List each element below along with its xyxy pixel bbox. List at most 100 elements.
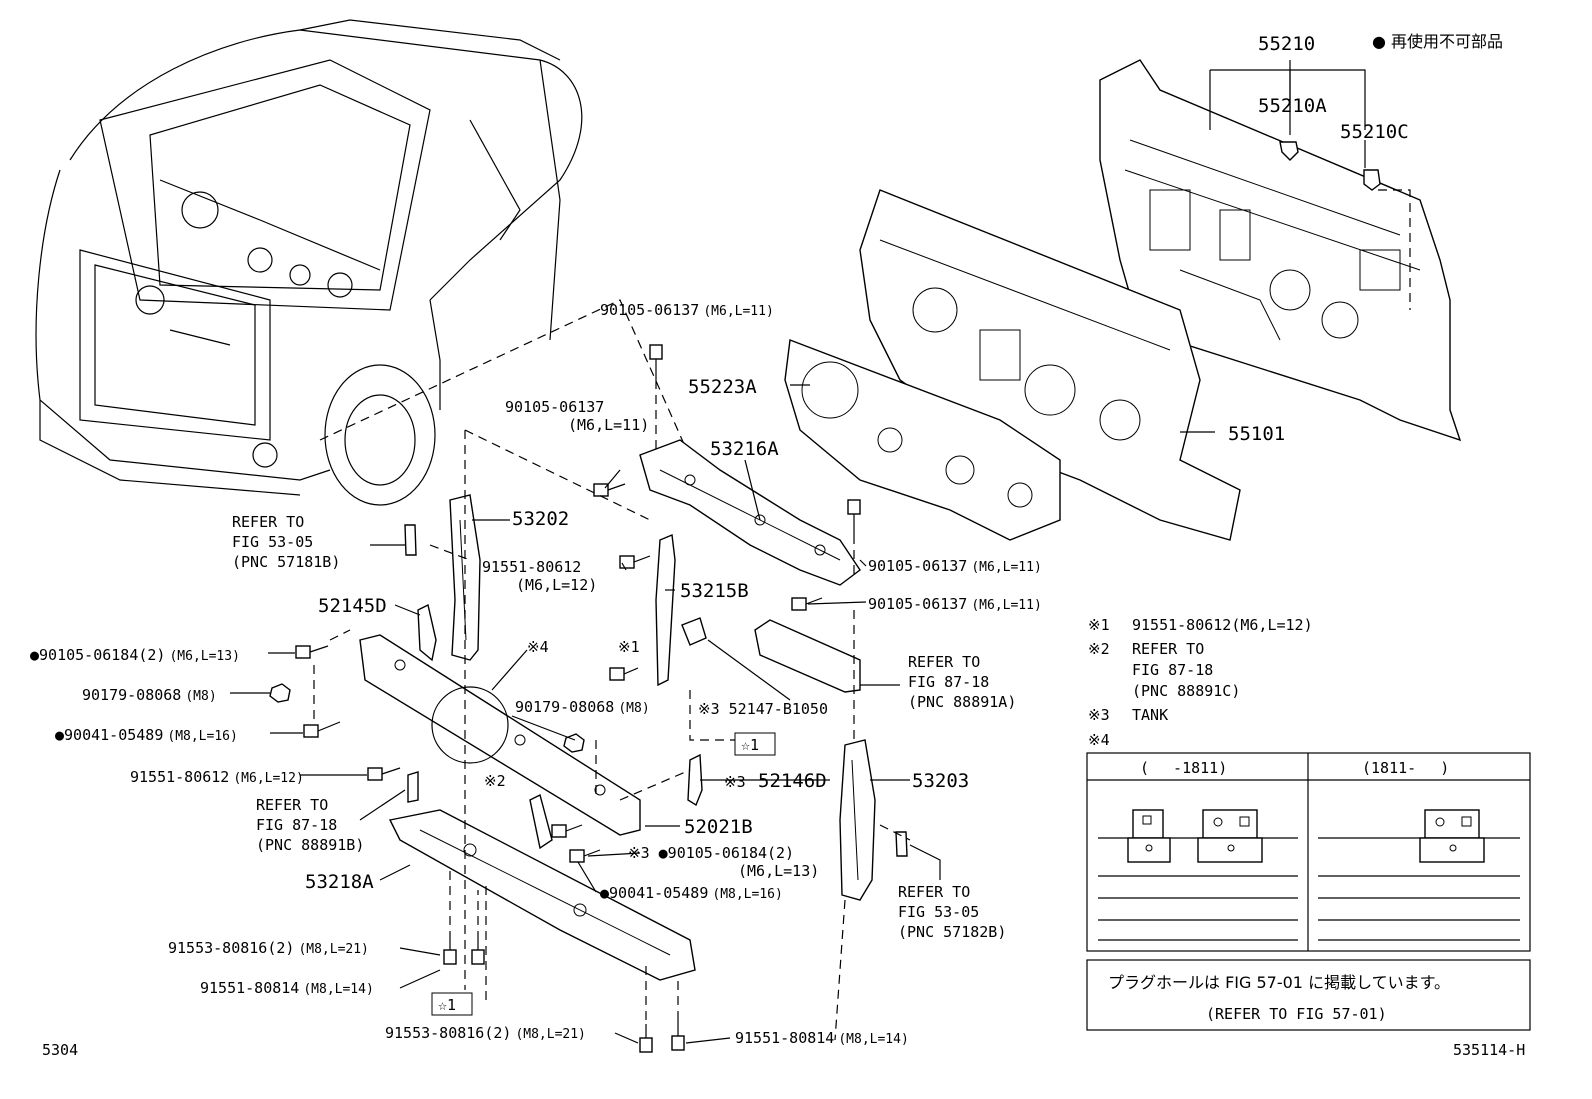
svg-text:(PNC 57181B): (PNC 57181B)	[232, 553, 340, 571]
label-55223A: 55223A	[688, 376, 757, 398]
note-x3-text: TANK	[1132, 706, 1168, 724]
svg-text:FIG 53-05: FIG 53-05	[232, 533, 313, 551]
note-x2-mark: ※2	[1088, 640, 1110, 658]
label-52147-B1050: ※3 52147-B1050	[698, 700, 828, 718]
insulator-55223A	[859, 189, 1241, 541]
svg-text:(PNC 88891C): (PNC 88891C)	[1132, 682, 1240, 700]
lower-member-53218A	[388, 809, 696, 981]
svg-text:FIG 53-05: FIG 53-05	[898, 903, 979, 921]
label-bolt-90105-right2: 90105-06137(M6,L=11)	[868, 595, 1042, 613]
label-bolt-91553-a: 91553-80816(2)(M8,L=21)	[168, 939, 369, 957]
star-box-2: ☆1	[438, 996, 456, 1014]
svg-text:(PNC 88891B): (PNC 88891B)	[256, 836, 364, 854]
leader-lines	[230, 60, 1366, 1044]
label-53216A: 53216A	[710, 438, 779, 460]
bracket-52146D	[687, 753, 703, 807]
seal-right	[895, 831, 908, 857]
bracket-x2	[529, 793, 553, 850]
label-52021B: 52021B	[684, 816, 753, 838]
label-55210C: 55210C	[1340, 121, 1409, 143]
label-bolt-91551-left: 91551-80612(M6,L=12)	[130, 768, 304, 786]
footer-right-code: 535114-H	[1453, 1041, 1525, 1059]
label-bolt-90105-right1: 90105-06137(M6,L=11)	[868, 557, 1042, 575]
label-53215B: 53215B	[680, 580, 749, 602]
variant-table: ( -1811) (1811- )	[1086, 752, 1531, 952]
support-53202	[449, 494, 481, 661]
cowl-top-member-53216A	[639, 439, 861, 586]
note-x3-mark: ※3	[1088, 706, 1110, 724]
svg-text:REFER TO: REFER TO	[908, 653, 980, 671]
svg-text:REFER TO: REFER TO	[1132, 640, 1204, 658]
label-bolt-90105-06184-left: ●90105-06184(2)(M6,L=13)	[30, 646, 240, 664]
insulator-front-55223A	[784, 339, 1061, 541]
notes-panel: ※1 91551-80612(M6,L=12) ※2 REFER TO FIG …	[1088, 616, 1313, 749]
mark-x4: ※4	[527, 638, 549, 656]
refer-53-05-right: REFER TO FIG 53-05 (PNC 57182B)	[898, 883, 1006, 941]
label-nut-90179-left: 90179-08068(M8)	[82, 686, 217, 704]
svg-text:FIG 87-18: FIG 87-18	[1132, 661, 1213, 679]
plug-hole-note: プラグホールは FIG 57-01 に掲載しています。 (REFER TO FI…	[1086, 959, 1531, 1031]
svg-text:FIG 87-18: FIG 87-18	[256, 816, 337, 834]
label-bolt-90105-top: 90105-06137(M6,L=11)	[600, 301, 774, 319]
bracket-variant-new	[1318, 809, 1520, 863]
tank-bracket	[754, 619, 861, 693]
label-bolt-91551-814-a: 91551-80814(M8,L=14)	[200, 979, 374, 997]
label-55210: 55210	[1258, 33, 1315, 55]
svg-text:REFER TO: REFER TO	[256, 796, 328, 814]
svg-text:FIG 87-18: FIG 87-18	[908, 673, 989, 691]
label-52146D: 52146D	[758, 770, 827, 792]
svg-text:プラグホールは FIG 57-01 に掲載しています。: プラグホールは FIG 57-01 に掲載しています。	[1108, 973, 1450, 992]
bracket-8718-left	[407, 771, 419, 803]
bracket-52147	[681, 617, 707, 646]
clip-55210C	[1363, 169, 1381, 191]
label-53203: 53203	[912, 770, 969, 792]
brace-53215B	[655, 533, 676, 687]
vehicle-front-illustration	[35, 19, 701, 506]
bracket-52145D	[417, 603, 437, 662]
label-bolt-91551-mid: 91551-80612	[482, 558, 581, 576]
star-box-1: ☆1	[741, 736, 759, 754]
table-col2: (1811- )	[1362, 759, 1449, 777]
clip-55210A	[1279, 141, 1299, 161]
svg-text:REFER TO: REFER TO	[232, 513, 304, 531]
footer-left-code: 5304	[42, 1041, 78, 1059]
label-bolt-91551-814-b: 91551-80814(M8,L=14)	[735, 1029, 909, 1047]
reinforcement-52021B	[359, 634, 641, 836]
table-col1: ( -1811)	[1140, 759, 1227, 777]
refer-87-18-left: REFER TO FIG 87-18 (PNC 88891B)	[256, 796, 364, 854]
refer-53-05-left: REFER TO FIG 53-05 (PNC 57181B)	[232, 513, 340, 571]
mark-x2: ※2	[484, 772, 506, 790]
svg-text:(PNC 57182B): (PNC 57182B)	[898, 923, 1006, 941]
legend-non-reusable: ● 再使用不可部品	[1372, 32, 1503, 51]
svg-text:REFER TO: REFER TO	[898, 883, 970, 901]
bolt-icons	[269, 344, 861, 1053]
svg-text:(PNC 88891A): (PNC 88891A)	[908, 693, 1016, 711]
support-53203	[839, 739, 876, 901]
label-nut-90179-mid: 90179-08068(M8)	[515, 698, 650, 716]
label-bolt-91553-b: 91553-80816(2)(M8,L=21)	[385, 1024, 586, 1042]
mark-x3: ※3	[724, 773, 746, 791]
note-x1-mark: ※1	[1088, 616, 1110, 634]
svg-text:(REFER TO FIG 57-01): (REFER TO FIG 57-01)	[1206, 1005, 1387, 1023]
label-53202: 53202	[512, 508, 569, 530]
label-bolt-90105-06184-mid: ※3 ●90105-06184(2)	[628, 844, 794, 862]
label-bolt-90105-left: 90105-06137	[505, 398, 604, 416]
label-52145D: 52145D	[318, 595, 387, 617]
mark-x1: ※1	[618, 638, 640, 656]
refer-87-18-right: REFER TO FIG 87-18 (PNC 88891A)	[908, 653, 1016, 711]
note-x1-text: 91551-80612(M6,L=12)	[1132, 616, 1313, 634]
label-bolt-90105-06184-mid-spec: (M6,L=13)	[738, 862, 819, 880]
detail-circle-x4	[431, 686, 509, 764]
label-bolt-90041-left: ●90041-05489(M8,L=16)	[55, 726, 238, 744]
bracket-variant-old	[1098, 809, 1298, 863]
label-bolt-91551-mid-spec: (M6,L=12)	[516, 576, 597, 594]
label-55101: 55101	[1228, 423, 1285, 445]
label-bolt-90105-left-spec: (M6,L=11)	[568, 416, 649, 434]
seal-left	[404, 524, 417, 556]
label-55210A: 55210A	[1258, 95, 1327, 117]
label-53218A: 53218A	[305, 871, 374, 893]
note-x4-mark: ※4	[1088, 731, 1110, 749]
label-bolt-90041-mid: ●90041-05489(M8,L=16)	[600, 884, 783, 902]
assembly-lines	[313, 380, 911, 1041]
